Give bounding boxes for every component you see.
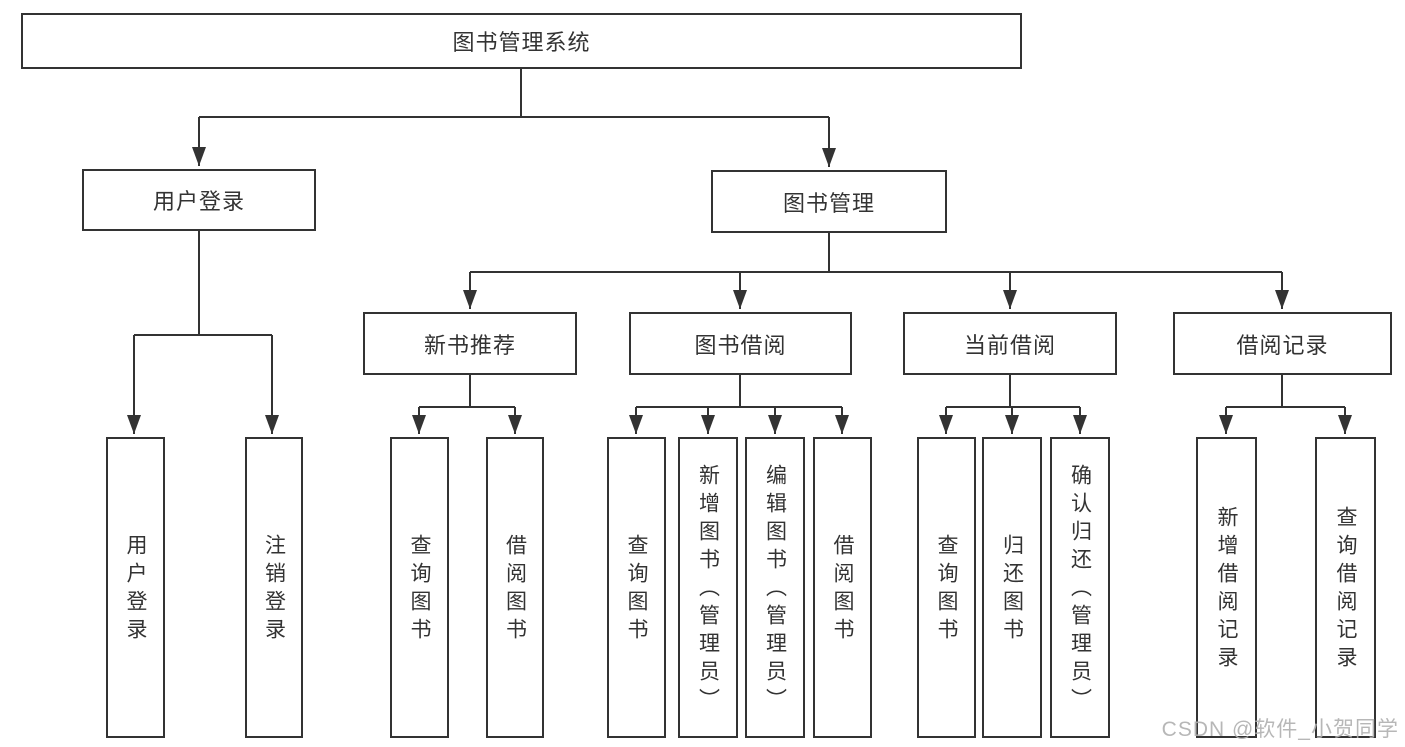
leaf-query-books-recommend: 查询图书: [390, 437, 449, 738]
leaf-query-books-borrow: 查询图书: [607, 437, 666, 738]
leaf-add-borrow-record: 新增借阅记录: [1196, 437, 1257, 738]
node-book-borrow: 图书借阅: [629, 312, 852, 375]
node-book-management-module: 图书管理: [711, 170, 947, 233]
leaf-user-login: 用户登录: [106, 437, 165, 738]
leaf-borrow-books: 借阅图书: [813, 437, 872, 738]
leaf-return-books: 归还图书: [982, 437, 1042, 738]
leaf-logout: 注销登录: [245, 437, 303, 738]
node-borrow-records: 借阅记录: [1173, 312, 1392, 375]
leaf-add-books-admin: 新增图书（管理员）: [678, 437, 738, 738]
leaf-edit-books-admin: 编辑图书（管理员）: [745, 437, 805, 738]
leaf-confirm-return-admin: 确认归还（管理员）: [1050, 437, 1110, 738]
leaf-query-books-current: 查询图书: [917, 437, 976, 738]
leaf-query-borrow-record: 查询借阅记录: [1315, 437, 1376, 738]
leaf-borrow-books-recommend: 借阅图书: [486, 437, 544, 738]
node-user-login-module: 用户登录: [82, 169, 316, 231]
node-current-borrow: 当前借阅: [903, 312, 1117, 375]
node-new-book-recommend: 新书推荐: [363, 312, 577, 375]
csdn-watermark: CSDN @软件_小贺同学: [1161, 718, 1399, 741]
node-root-system: 图书管理系统: [21, 13, 1022, 69]
